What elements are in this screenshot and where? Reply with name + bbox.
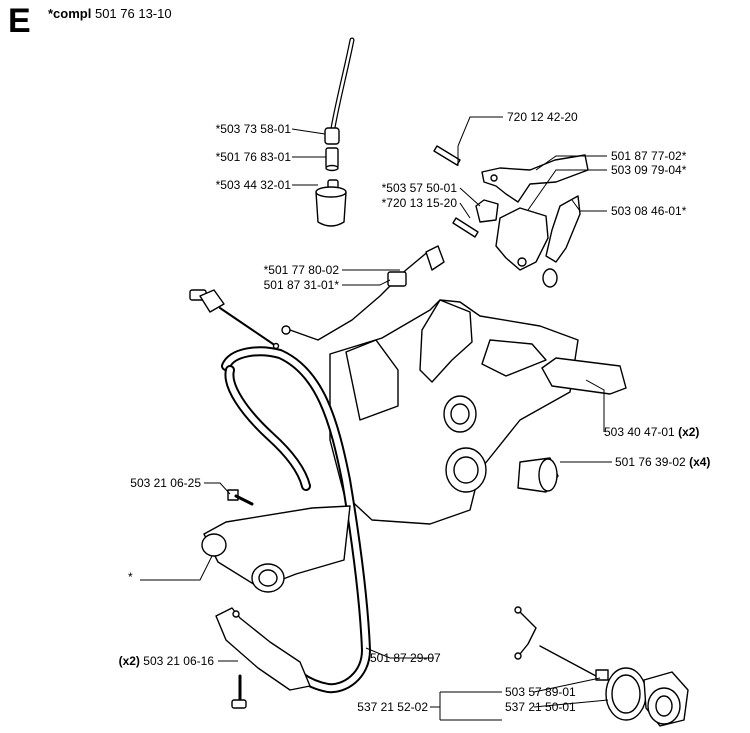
front-handle-drawing (221, 346, 371, 694)
screw-bottom-drawing (231, 674, 247, 709)
fuel-cap-strap-drawing (514, 606, 597, 677)
damper-number: 501 76 39-02 (615, 455, 686, 469)
label-tank-asterisk: * (128, 570, 133, 584)
label-spring: *503 57 50-01 (381, 181, 457, 195)
section-letter: E (8, 2, 31, 40)
compl-number: 501 76 13-10 (94, 6, 172, 21)
handle-insert-drawing (541, 357, 627, 395)
label-front-handle: 501 87 29-07 (370, 651, 441, 665)
compl-prefix: *compl (48, 6, 92, 21)
label-hose-fitting: *501 76 83-01 (215, 150, 291, 164)
handle-bracket-drawing (215, 607, 311, 691)
screw-bottom-qty: (x2) (118, 654, 140, 668)
trigger-drawing (475, 154, 589, 288)
label-handle-insert: 503 40 47-01 (x2) (604, 425, 699, 439)
label-trigger: 503 09 79-04* (611, 163, 687, 177)
rear-tank-plate-drawing (201, 505, 351, 593)
damper-qty: (x4) (689, 455, 711, 469)
throttle-cable-drawing (189, 289, 280, 350)
label-throttle-rod-a: *501 77 80-02 (263, 263, 339, 277)
label-trigger-top: 501 87 77-02* (611, 149, 687, 163)
label-fuel-filter: *503 44 32-01 (215, 178, 291, 192)
label-screw-bottom: (x2) 503 21 06-16 (119, 654, 214, 668)
throttle-rod-drawing (281, 245, 445, 341)
damper-drawing (517, 457, 559, 493)
label-screw-top: 503 21 06-25 (130, 476, 201, 490)
label-pin-lower: *720 13 15-20 (381, 196, 457, 210)
label-damper: 501 76 39-02 (x4) (615, 455, 710, 469)
fuel-cap-drawing (595, 667, 689, 727)
handle-insert-qty: (x2) (678, 425, 700, 439)
label-cap-ring: 537 21 50-01 (505, 700, 576, 714)
screw-drawing (227, 489, 254, 506)
screw-bottom-number: 503 21 06-16 (143, 654, 214, 668)
label-pin-top: 720 12 42-20 (507, 110, 578, 124)
label-cap-assembly: 537 21 52-02 (357, 700, 428, 714)
label-fuel-hose: *503 73 58-01 (215, 122, 291, 136)
label-lockout: 503 08 46-01* (611, 204, 687, 218)
fuel-tank-housing-drawing (329, 299, 579, 525)
handle-insert-number: 503 40 47-01 (604, 425, 675, 439)
assembly-header: *compl 501 76 13-10 (48, 6, 172, 21)
leader-lines (140, 116, 612, 721)
label-throttle-rod-b: 501 87 31-01* (263, 278, 339, 292)
pin-drawing (433, 145, 479, 238)
label-cap-seal: 503 57 89-01 (505, 685, 576, 699)
fuel-filter-drawing (315, 179, 347, 227)
fuel-hose-drawing (324, 37, 355, 172)
